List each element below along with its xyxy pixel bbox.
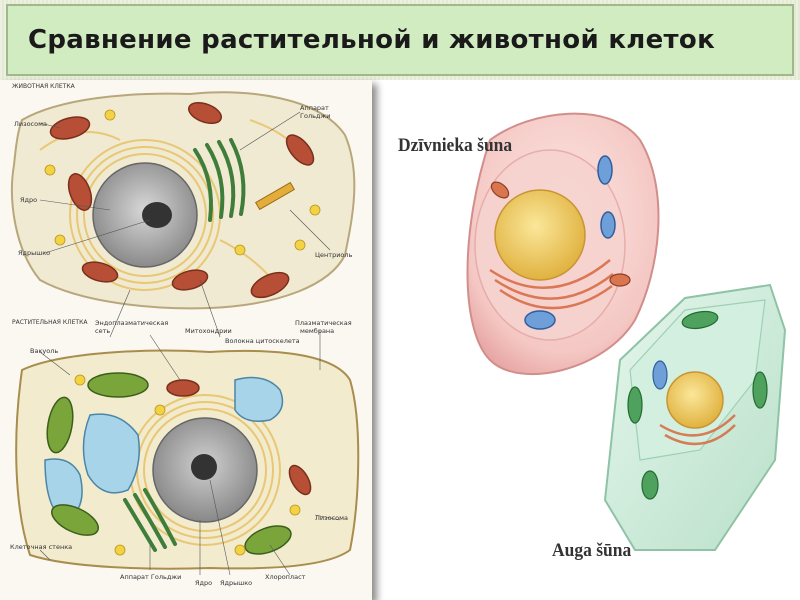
animal-cell-caption: Dzīvnieka šuna	[398, 135, 513, 156]
label-plant-golgi: Аппарат Гольджи	[120, 573, 182, 581]
plant-nucleus-3d	[666, 371, 724, 429]
label-membrane-1: Плазматическая	[295, 319, 352, 327]
labeled-cell-diagram: ЖИВОТНАЯ КЛЕТКА Лизосома Аппарат Гольджи…	[0, 80, 372, 600]
label-centriole: Центриоль	[315, 251, 353, 259]
label-plant-lysosome: Лизосома	[315, 514, 348, 522]
label-cell-wall: Клеточная стенка	[10, 543, 73, 551]
label-golgi-1: Аппарат	[300, 104, 329, 112]
animal-nucleolus	[142, 202, 172, 228]
labeled-cell-illustration	[11, 91, 360, 576]
label-mitochondria: Митохондрии	[185, 327, 232, 335]
title-band: Сравнение растительной и животной клеток	[0, 0, 800, 80]
plant-cell-caption: Auga šūna	[552, 540, 632, 561]
label-lysosome: Лизосома	[14, 120, 47, 128]
page-title: Сравнение растительной и животной клеток	[28, 25, 716, 55]
label-plant-nucleus: Ядро	[195, 579, 213, 587]
animal-nucleus-3d	[494, 189, 586, 281]
label-er-1: Эндоплазматическая	[95, 319, 169, 327]
label-nucleolus: Ядрышко	[18, 249, 51, 257]
label-plant-nucleolus: Ядрышко	[220, 579, 253, 587]
title-box: Сравнение растительной и животной клеток	[6, 4, 794, 76]
plant-cell-heading: РАСТИТЕЛЬНАЯ КЛЕТКА	[12, 319, 88, 326]
label-er-2: сеть	[95, 327, 111, 335]
centriole	[254, 181, 296, 211]
cell-3d-illustrations: Dzīvnieka šuna Auga šūna	[380, 80, 800, 600]
label-nucleus: Ядро	[20, 196, 38, 204]
label-cytoskeleton: Волокна цитоскелета	[225, 337, 300, 345]
label-chloroplast: Хлоропласт	[265, 573, 306, 581]
cell-3d-drawing	[466, 112, 787, 551]
plant-nucleolus	[191, 454, 217, 480]
animal-cell-heading: ЖИВОТНАЯ КЛЕТКА	[12, 83, 75, 90]
label-vacuole: Вакуоль	[30, 347, 59, 355]
label-golgi-2: Гольджи	[300, 112, 331, 120]
label-membrane-2: мембрана	[300, 327, 335, 335]
